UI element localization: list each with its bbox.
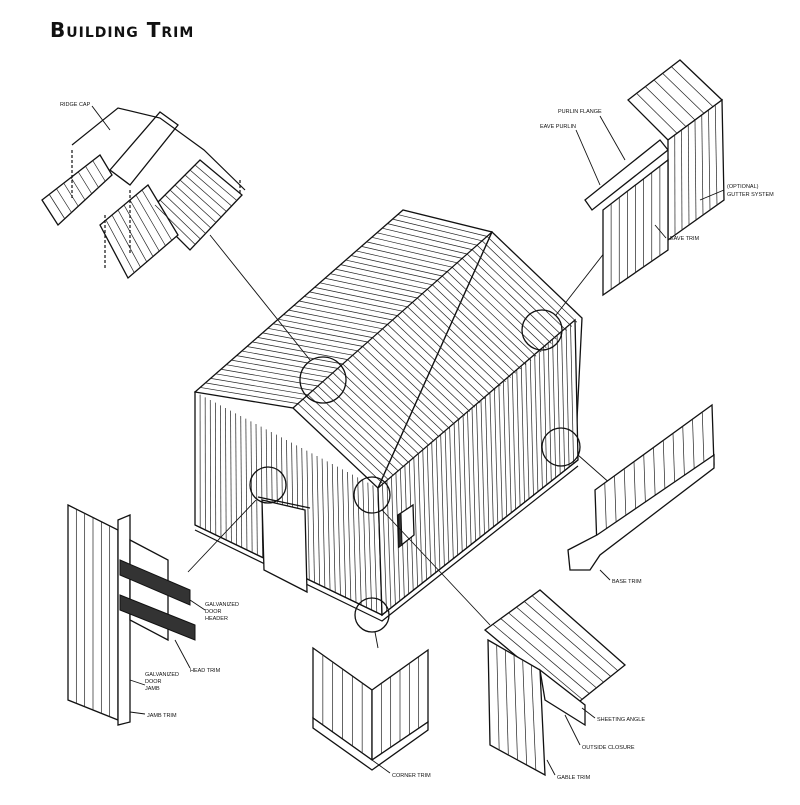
label-gable-trim: GABLE TRIM — [557, 775, 591, 781]
base-trim-detail: BASE TRIM — [568, 405, 714, 585]
jamb-trim-leader — [130, 712, 145, 714]
eave-trim-detail: PURLIN FLANGE EAVE PURLIN (OPTIONAL) GUT… — [540, 60, 774, 295]
door-trim-detail: GALVANIZED DOOR HEADER HEAD TRIM GALVANI… — [68, 505, 239, 725]
door-jamb — [118, 515, 130, 725]
label-outside-closure: OUTSIDE CLOSURE — [582, 745, 635, 751]
gable-trim-leader — [547, 760, 555, 775]
label-door-jamb-3: JAMB — [145, 686, 160, 692]
door-opening — [262, 500, 307, 592]
label-purlin-flange: PURLIN FLANGE — [558, 109, 602, 115]
base-trim-leader — [600, 570, 610, 580]
label-sheeting-angle: SHEETING ANGLE — [597, 717, 645, 723]
label-jamb-trim: JAMB TRIM — [147, 713, 177, 719]
door-header-leader — [190, 600, 205, 610]
label-gutter-system: GUTTER SYSTEM — [727, 192, 774, 198]
label-optional: (OPTIONAL) — [727, 184, 759, 190]
label-door-header-1: GALVANIZED — [205, 602, 239, 608]
corner-trim-detail: CORNER TRIM — [313, 648, 431, 779]
window-frame-shade — [398, 513, 402, 547]
eave-purlin-leader — [576, 130, 600, 185]
leader-base-trim — [578, 455, 612, 485]
leader-eave-trim — [556, 252, 605, 315]
label-corner-trim: CORNER TRIM — [392, 773, 431, 779]
label-door-header-3: HEADER — [205, 616, 228, 622]
head-trim-leader — [175, 640, 190, 668]
label-eave-trim: EAVE TRIM — [670, 236, 700, 242]
door-jamb-leader — [130, 680, 145, 685]
purlin-flange-leader — [600, 116, 625, 160]
label-door-header-2: DOOR — [205, 609, 222, 615]
gable-trim-detail: SHEETING ANGLE OUTSIDE CLOSURE GABLE TRI… — [485, 590, 645, 781]
label-eave-purlin: EAVE PURLIN — [540, 124, 576, 130]
main-building — [195, 210, 582, 621]
label-ridge-cap: RIDGE CAP — [60, 102, 91, 108]
label-head-trim: HEAD TRIM — [190, 668, 221, 674]
ridge-left-panel-upper — [42, 155, 112, 225]
label-door-jamb-1: GALVANIZED — [145, 672, 179, 678]
label-door-jamb-2: DOOR — [145, 679, 162, 685]
diagram-title: Building Trim — [50, 18, 194, 42]
label-base-trim: BASE TRIM — [612, 579, 642, 585]
leader-corner-trim — [375, 632, 378, 648]
ridge-cap-detail: RIDGE CAP — [42, 102, 245, 278]
